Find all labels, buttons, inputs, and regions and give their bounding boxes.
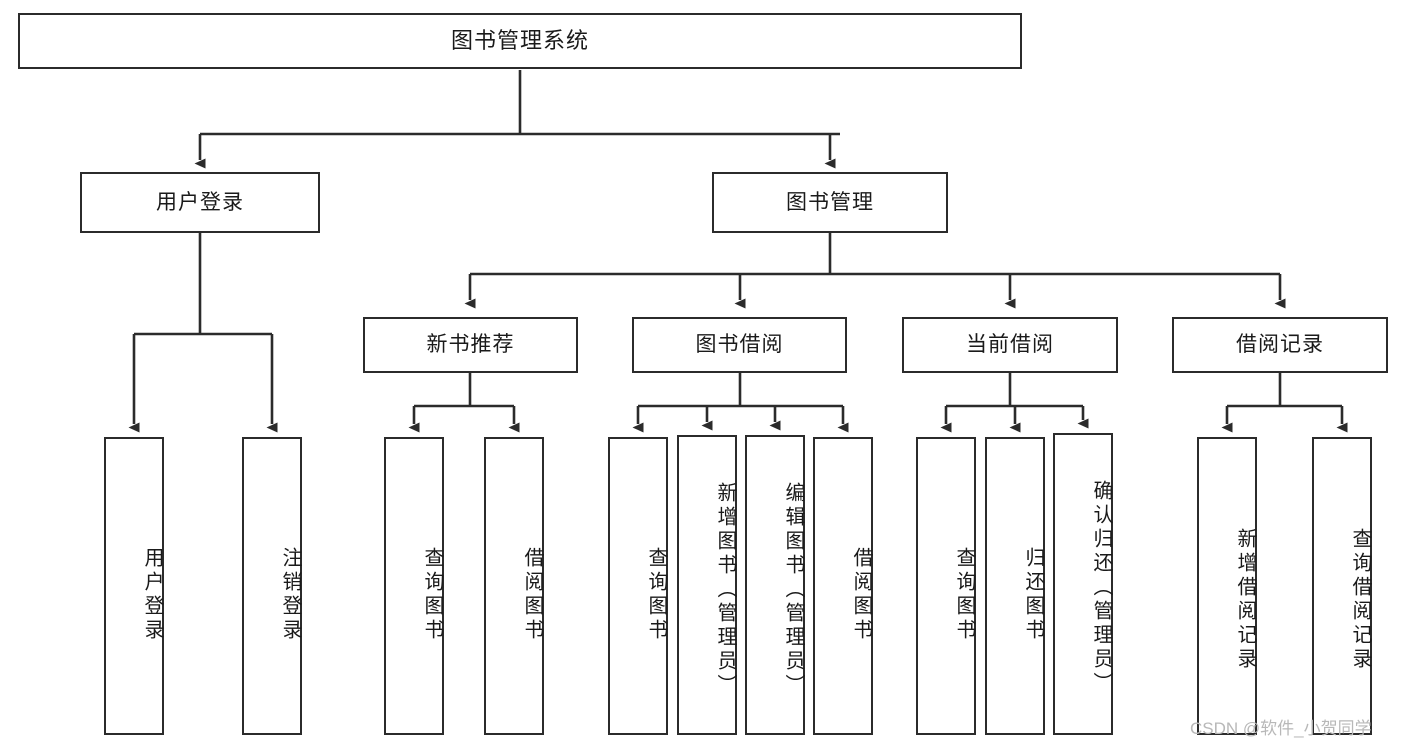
leaf-add-book-admin[interactable]: 新增图书（管理员） — [677, 435, 737, 735]
csdn-watermark: CSDN @软件_小贺同学 — [1190, 719, 1372, 738]
node-current-borrow[interactable]: 当前借阅 — [902, 317, 1118, 373]
node-new-book-recommend[interactable]: 新书推荐 — [363, 317, 578, 373]
leaf-confirm-return-admin[interactable]: 确认归还（管理员） — [1053, 433, 1113, 735]
node-book-borrow[interactable]: 图书借阅 — [632, 317, 847, 373]
node-root-system[interactable]: 图书管理系统 — [18, 13, 1022, 69]
leaf-edit-book-admin[interactable]: 编辑图书（管理员） — [745, 435, 805, 735]
leaf-query-borrow-record[interactable]: 查询借阅记录 — [1312, 437, 1372, 735]
leaf-return-book[interactable]: 归还图书 — [985, 437, 1045, 735]
node-book-management[interactable]: 图书管理 — [712, 172, 948, 233]
leaf-logout[interactable]: 注销登录 — [242, 437, 302, 735]
leaf-query-book-current[interactable]: 查询图书 — [916, 437, 976, 735]
node-borrow-record[interactable]: 借阅记录 — [1172, 317, 1388, 373]
leaf-user-login[interactable]: 用户登录 — [104, 437, 164, 735]
leaf-add-borrow-record[interactable]: 新增借阅记录 — [1197, 437, 1257, 735]
leaf-lend-book[interactable]: 借阅图书 — [813, 437, 873, 735]
leaf-borrow-book-newbook[interactable]: 借阅图书 — [484, 437, 544, 735]
leaf-query-book-newbook[interactable]: 查询图书 — [384, 437, 444, 735]
leaf-query-book-borrow[interactable]: 查询图书 — [608, 437, 668, 735]
node-user-login[interactable]: 用户登录 — [80, 172, 320, 233]
